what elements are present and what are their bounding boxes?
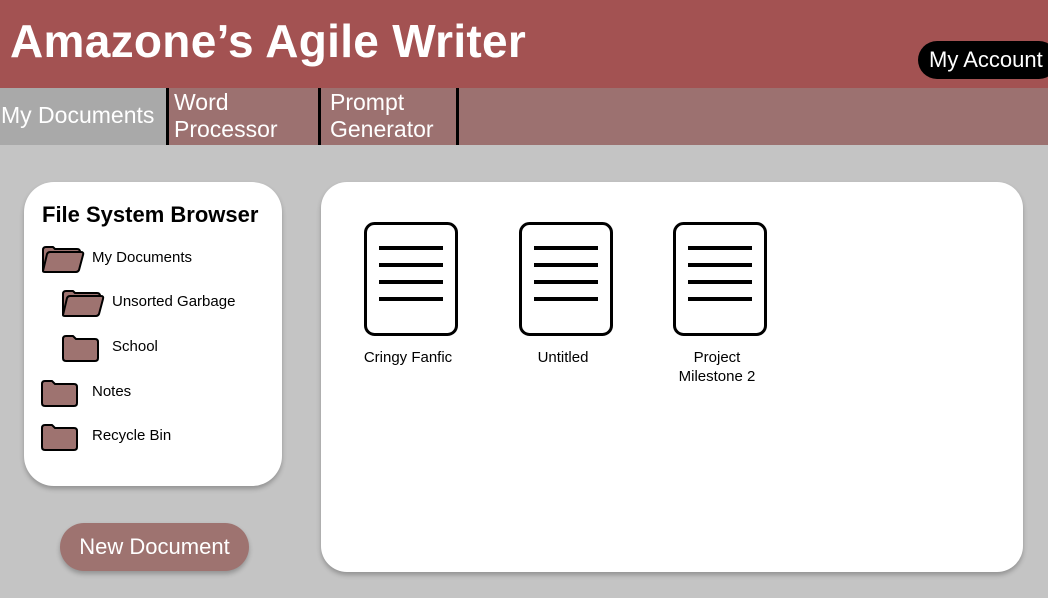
folder-icon (62, 335, 99, 362)
document-label: Project Milestone 2 (678, 349, 756, 385)
tab-divider (456, 88, 459, 145)
folder-label: Recycle Bin (92, 427, 172, 444)
my-account-button[interactable]: My Account (918, 41, 1048, 79)
folder-school[interactable]: School (61, 333, 221, 362)
new-document-button[interactable]: New Document (60, 523, 249, 571)
tab-divider (166, 88, 169, 145)
document-icon (673, 222, 767, 336)
folder-open-icon (62, 290, 105, 317)
file-browser-title: File System Browser (42, 202, 259, 227)
tab-bar: My Documents Word Processor Prompt Gener… (0, 88, 1048, 145)
tab-label: Prompt (330, 89, 405, 115)
folder-label: Notes (92, 383, 132, 400)
folder-notes[interactable]: Notes (40, 378, 200, 407)
folder-open-icon (42, 246, 85, 273)
document-icon (519, 222, 613, 336)
document-item[interactable]: Cringy Fanfic (343, 222, 473, 392)
tab-divider (318, 88, 321, 145)
folder-label: Unsorted Garbage (112, 293, 236, 310)
file-system-browser: File System Browser My Documents Unsorte… (24, 182, 282, 486)
document-item[interactable]: Untitled (498, 222, 628, 392)
app-title: Amazone’s Agile Writer (10, 15, 527, 67)
tab-label: My Documents (1, 102, 155, 128)
folder-my-documents[interactable]: My Documents (41, 244, 241, 273)
tab-word-processor[interactable]: Word Processor (169, 88, 318, 145)
app-header: Amazone’s Agile Writer My Account (0, 0, 1048, 88)
folder-unsorted-garbage[interactable]: Unsorted Garbage (61, 288, 261, 317)
folder-label: My Documents (92, 249, 193, 266)
folder-label: School (112, 338, 158, 355)
folder-icon (41, 380, 78, 407)
tab-label: Processor (174, 116, 278, 142)
tab-my-documents[interactable]: My Documents (0, 88, 166, 145)
tab-label: Generator (330, 116, 434, 142)
document-icon (364, 222, 458, 336)
folder-icon (41, 424, 78, 451)
folder-recycle-bin[interactable]: Recycle Bin (40, 422, 220, 451)
document-item[interactable]: Project Milestone 2 (652, 222, 782, 392)
document-label: Untitled (537, 349, 589, 366)
tab-label: Word (174, 89, 229, 115)
tab-prompt-generator[interactable]: Prompt Generator (321, 88, 456, 145)
documents-panel: Cringy Fanfic Untitled Project Milestone… (321, 182, 1023, 572)
document-label: Cringy Fanfic (363, 349, 453, 366)
